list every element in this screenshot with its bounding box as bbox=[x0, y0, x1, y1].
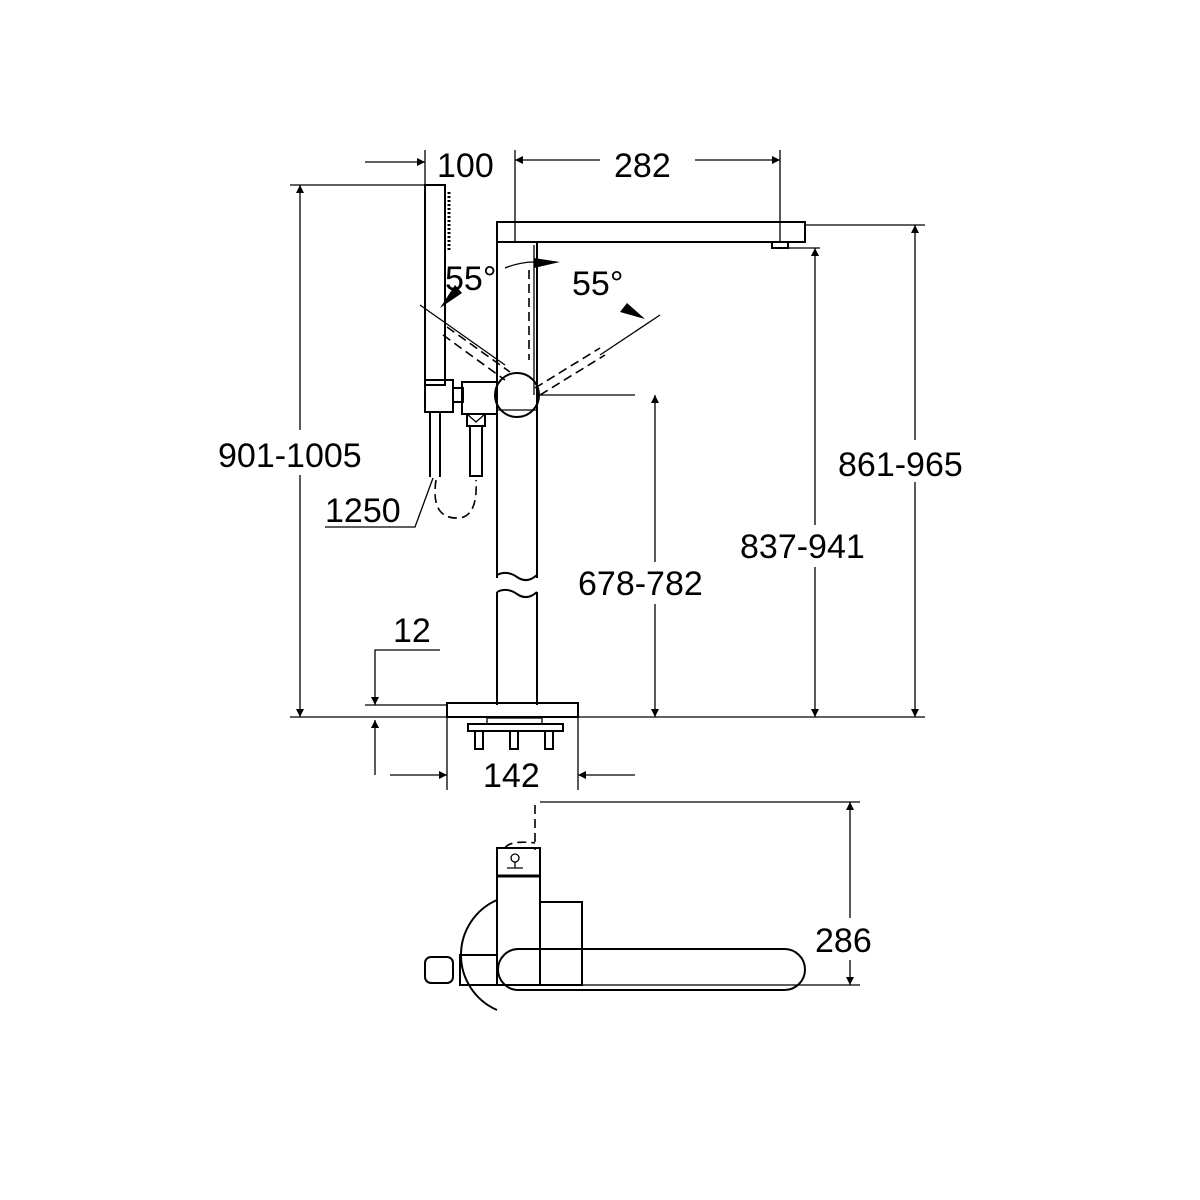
hand-shower bbox=[424, 184, 477, 519]
base-plate bbox=[446, 702, 579, 718]
dim-depth: 286 bbox=[815, 922, 872, 960]
angle-left-label: 55° bbox=[445, 260, 496, 298]
dim-spout-reach: 282 bbox=[614, 147, 671, 185]
top-view: 286 bbox=[424, 801, 887, 1011]
dim-base-thickness: 12 bbox=[393, 612, 431, 650]
column bbox=[496, 242, 538, 705]
lever-swing-range bbox=[419, 150, 661, 396]
back-plate bbox=[539, 901, 583, 986]
side-view: 55° 55° 100 282 901-1005 1250 678-782 83… bbox=[215, 147, 990, 795]
mounting-bracket bbox=[467, 717, 564, 750]
valve-body bbox=[461, 372, 540, 477]
dim-handle-height: 678-782 bbox=[578, 565, 703, 603]
diverter-nut bbox=[424, 956, 454, 984]
lever-handle-top bbox=[497, 948, 806, 991]
dim-hose-length: 1250 bbox=[325, 492, 401, 530]
dim-base-width: 142 bbox=[483, 757, 540, 795]
dim-spout-top-height: 861-965 bbox=[838, 446, 963, 484]
spout-outlet bbox=[771, 241, 789, 249]
dim-outlet-height: 837-941 bbox=[740, 528, 865, 566]
angle-right-label: 55° bbox=[572, 265, 623, 303]
dim-shower-width: 100 bbox=[437, 147, 494, 185]
dim-total-height: 901-1005 bbox=[218, 437, 362, 475]
diverter-connector bbox=[459, 954, 498, 986]
spout bbox=[496, 221, 806, 243]
